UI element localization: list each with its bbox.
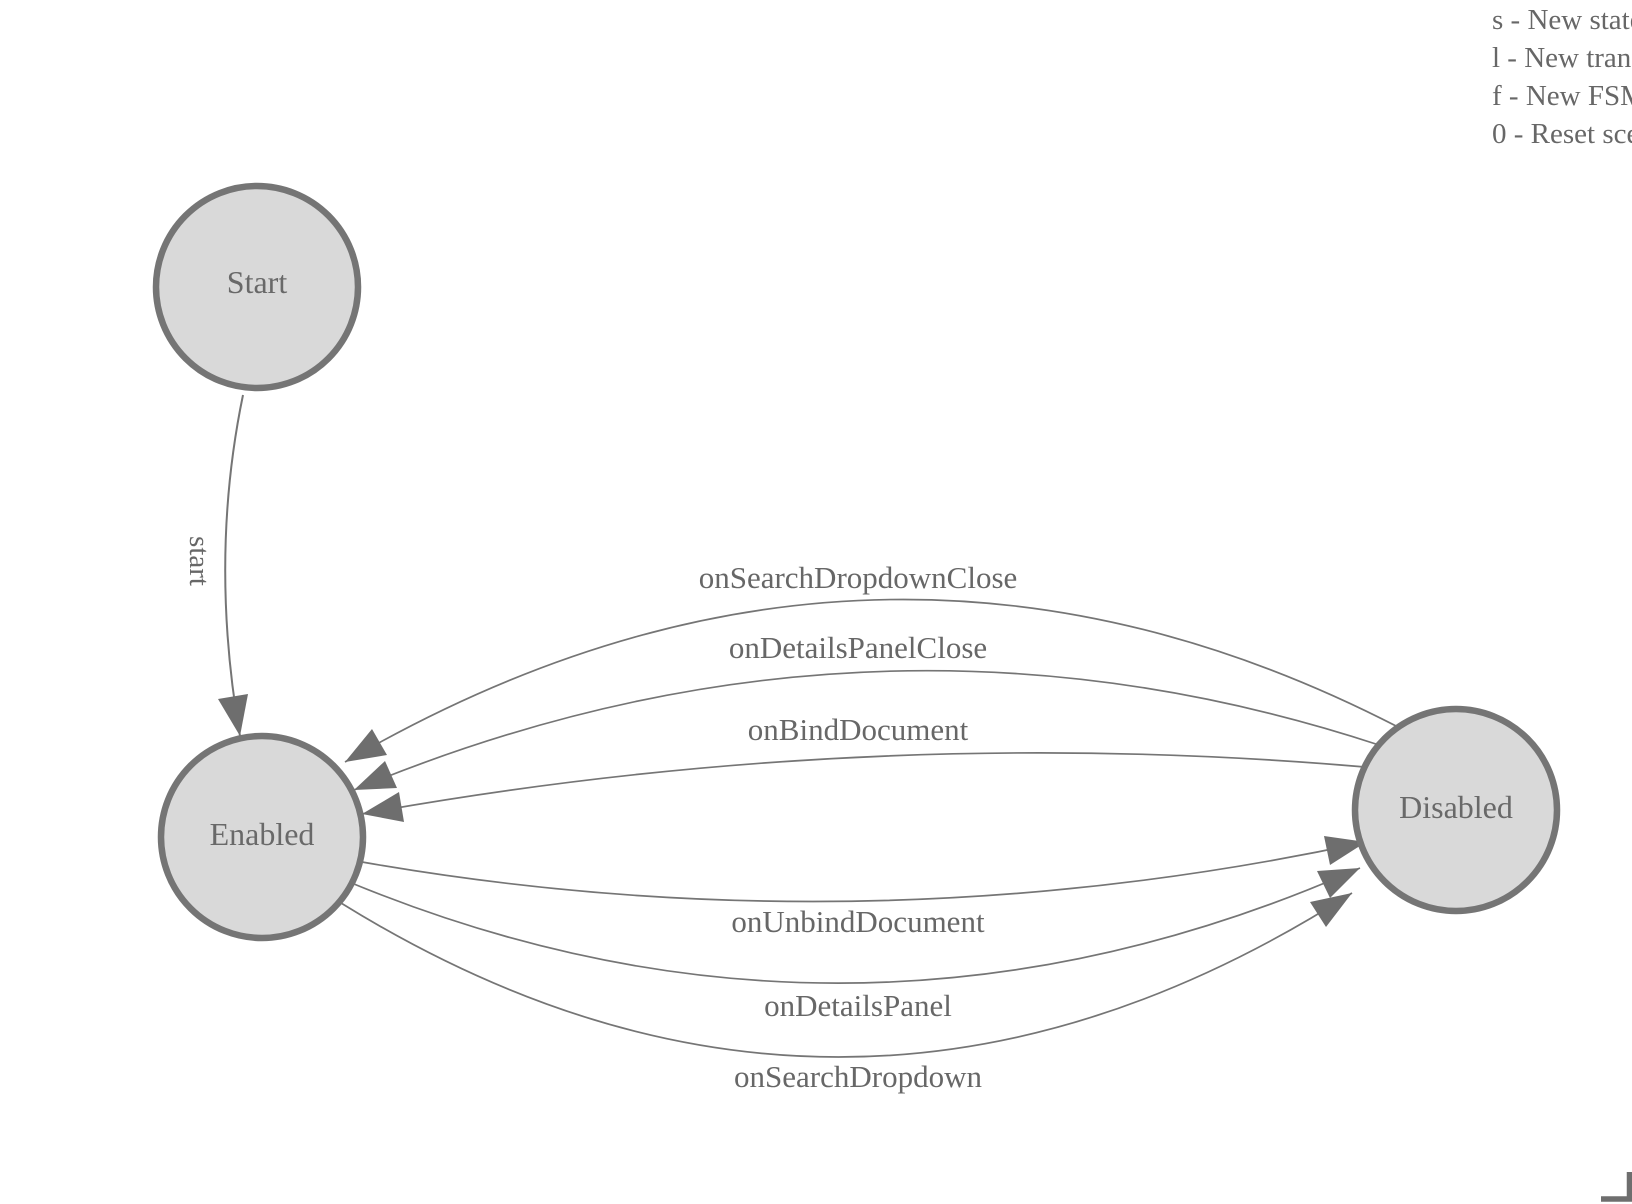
state-label-start: Start <box>227 264 288 300</box>
state-label-disabled: Disabled <box>1399 789 1513 825</box>
edge-label-start: start <box>183 536 215 586</box>
edge-disabled-to-enabled-onsearchdropdownclose[interactable] <box>344 598 1399 763</box>
edge-start-to-enabled[interactable] <box>224 394 244 737</box>
arrowhead-onsearchdropdown-icon <box>1310 893 1352 927</box>
edge-disabled-to-enabled-ondetailspanelclose[interactable] <box>353 669 1380 791</box>
edge-enabled-to-disabled-onunbinddocument[interactable] <box>361 841 1367 903</box>
legend-line-new-fsm: f - New FSM <box>1492 80 1632 112</box>
arrowhead-start-edge-icon <box>218 694 248 736</box>
edge-label-ondetailspanelclose: onDetailsPanelClose <box>729 630 987 665</box>
state-node-start[interactable] <box>152 182 362 392</box>
arrowhead-ondetailspanelclose-icon <box>354 761 397 790</box>
edge-label-onsearchdropdownclose: onSearchDropdownClose <box>699 560 1018 595</box>
edge-label-onbinddocument: onBindDocument <box>748 712 969 747</box>
edge-enabled-to-disabled-onsearchdropdown[interactable] <box>340 892 1353 1058</box>
legend-line-reset-scene: 0 - Reset scene <box>1492 118 1632 150</box>
arrowhead-ondetailspanel-icon <box>1317 868 1360 898</box>
legend-line-new-transition: l - New transition <box>1492 42 1632 74</box>
legend-line-new-state: s - New state <box>1492 4 1632 36</box>
arrowhead-onunbinddocument-icon <box>1324 836 1366 865</box>
arrowhead-onbinddocument-icon <box>362 792 404 822</box>
arrowhead-onsearchdropdownclose-icon <box>345 729 387 762</box>
paper-corner-marker <box>1601 1172 1632 1202</box>
edge-enabled-to-disabled-ondetailspanel[interactable] <box>353 867 1361 984</box>
state-node-disabled[interactable] <box>1351 705 1561 915</box>
shortcut-legend: s - New state l - New transition f - New… <box>1492 1 1632 153</box>
edge-disabled-to-enabled-onbinddocument[interactable] <box>361 752 1366 815</box>
edge-label-onsearchdropdown: onSearchDropdown <box>734 1059 982 1094</box>
state-label-enabled: Enabled <box>210 816 315 852</box>
edge-label-ondetailspanel: onDetailsPanel <box>764 988 952 1023</box>
edge-label-onunbinddocument: onUnbindDocument <box>731 904 985 939</box>
state-node-enabled[interactable] <box>157 732 367 942</box>
